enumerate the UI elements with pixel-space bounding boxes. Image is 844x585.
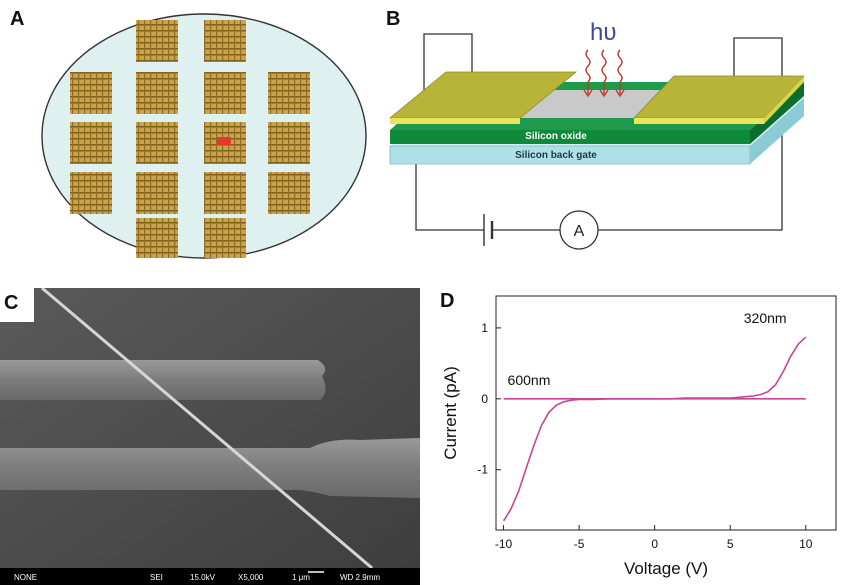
y-tick-label: 0 — [481, 392, 488, 406]
ammeter-label: A — [574, 223, 585, 240]
chip — [70, 72, 112, 114]
sem-voltage: 15.0kV — [190, 573, 216, 582]
series-layer — [502, 336, 807, 522]
chip — [204, 20, 246, 62]
panel-b-label: B — [386, 8, 401, 30]
oxide-label: Silicon oxide — [525, 131, 587, 142]
chip — [204, 172, 246, 214]
x-tick-label: 0 — [651, 537, 658, 551]
lower-electrode — [0, 438, 420, 498]
gate-side-face — [750, 98, 804, 164]
chip — [136, 20, 178, 62]
right-electrode-edge — [634, 118, 764, 124]
x-tick-label: -10 — [495, 537, 513, 551]
x-axis-label: Voltage (V) — [624, 559, 708, 578]
y-axis-label: Current (pA) — [441, 366, 460, 460]
x-tick-label: -5 — [574, 537, 585, 551]
y-tick-label: 1 — [481, 321, 488, 335]
sem-background — [0, 288, 420, 568]
silicon-oxide — [390, 130, 750, 144]
photon-label: hυ — [590, 19, 616, 46]
chip — [136, 122, 178, 164]
chip — [268, 122, 310, 164]
gate-label: Silicon back gate — [515, 150, 597, 161]
wafer-diagram — [41, 13, 367, 259]
chip — [268, 72, 310, 114]
chip — [204, 218, 246, 258]
sem-wd: WD 2.9mm — [340, 573, 380, 582]
sem-mode: SEI — [150, 573, 163, 582]
chip — [70, 172, 112, 214]
chip — [204, 72, 246, 114]
panel-c-label: C — [4, 292, 19, 314]
nanowire — [41, 288, 373, 570]
chip-grid — [70, 20, 310, 258]
x-tick-label: 5 — [727, 537, 734, 551]
upper-electrode — [0, 360, 326, 400]
sem-image: NONE SEI 15.0kV X5,000 1 μm WD 2.9mm — [0, 288, 420, 585]
left-electrode-edge — [390, 118, 520, 124]
plot-frame — [495, 295, 837, 531]
highlighted-device — [217, 137, 231, 145]
sem-detector: NONE — [14, 573, 37, 582]
chip — [268, 172, 310, 214]
light-rays-icon — [583, 49, 625, 98]
chip — [136, 218, 178, 258]
series-label-320nm: 320nm — [744, 310, 787, 326]
panel-a-label: A — [10, 8, 25, 30]
oxide-side-face — [750, 82, 804, 144]
panel-d-label: D — [440, 290, 455, 312]
y-axis: -1 0 1 — [477, 321, 501, 477]
series-label-600nm: 600nm — [508, 372, 551, 388]
series-line-320nm — [502, 336, 807, 522]
x-tick-label: 10 — [799, 537, 813, 551]
sem-scale: 1 μm — [292, 573, 310, 582]
ammeter-icon — [559, 210, 599, 250]
chip — [70, 122, 112, 164]
chip — [136, 72, 178, 114]
sem-magnification: X5,000 — [238, 573, 264, 582]
chip — [136, 172, 178, 214]
device-schematic: A Silicon oxide Silicon back gate hυ — [388, 19, 805, 250]
x-axis: -10 -5 0 5 10 — [495, 525, 813, 551]
right-electrode-side — [764, 76, 804, 124]
battery-icon — [483, 214, 494, 246]
y-tick-label: -1 — [477, 463, 488, 477]
